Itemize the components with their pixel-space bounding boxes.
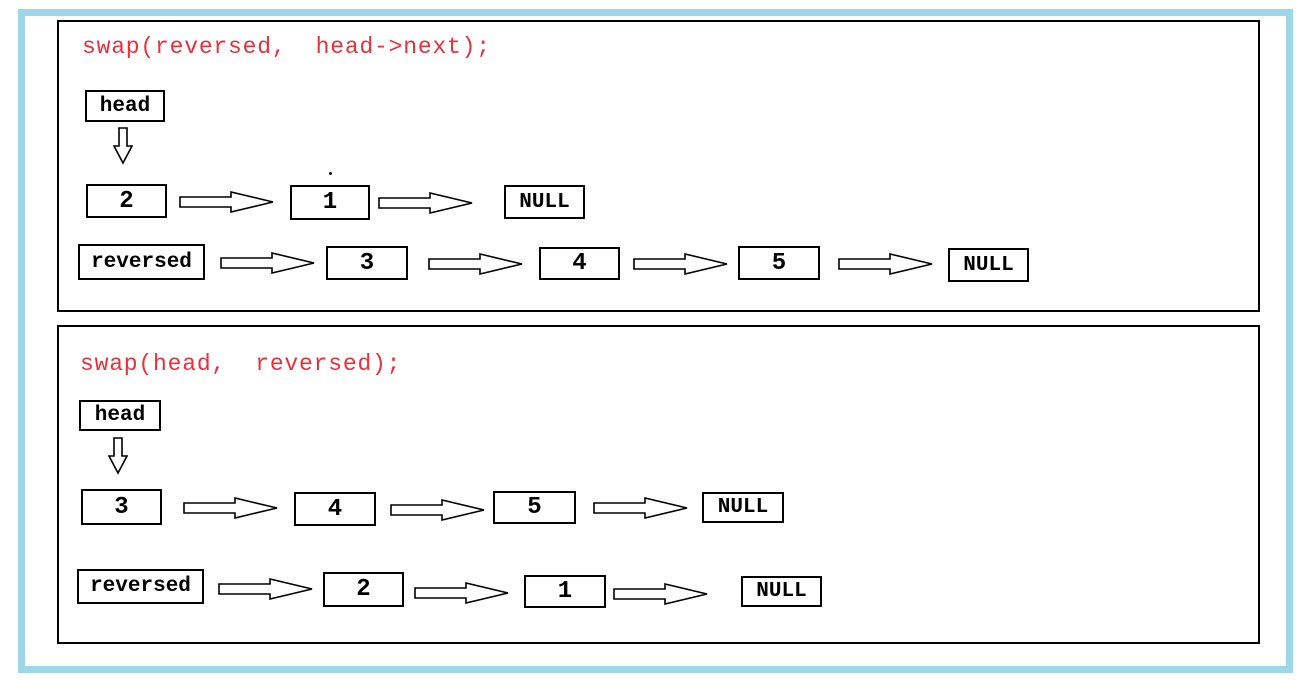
node-box: 3 bbox=[326, 246, 408, 280]
reversed-pointer-box: reversed bbox=[77, 569, 204, 604]
right-arrow-icon bbox=[414, 582, 509, 604]
right-arrow-icon bbox=[593, 497, 688, 519]
right-arrow-icon bbox=[179, 191, 274, 213]
stray-dot bbox=[329, 172, 332, 175]
null-box: NULL bbox=[504, 185, 585, 219]
right-arrow-icon bbox=[613, 583, 708, 605]
null-box: NULL bbox=[948, 248, 1029, 282]
panel-title: swap(reversed, head->next); bbox=[82, 34, 491, 60]
outer-frame bbox=[18, 9, 1293, 673]
node-box: 2 bbox=[323, 572, 404, 607]
panel-step1: swap(reversed, head->next); head 2 1 NUL… bbox=[57, 20, 1260, 312]
right-arrow-icon bbox=[183, 497, 278, 519]
node-box: 4 bbox=[294, 492, 376, 526]
node-box: 3 bbox=[81, 489, 162, 525]
node-box: 1 bbox=[290, 185, 370, 220]
null-box: NULL bbox=[741, 576, 822, 607]
node-box: 2 bbox=[86, 184, 167, 218]
node-box: 5 bbox=[493, 491, 576, 524]
down-arrow-icon bbox=[108, 437, 128, 475]
right-arrow-icon bbox=[378, 192, 473, 214]
panel-step2: swap(head, reversed); head 3 4 5 NULL re… bbox=[57, 325, 1260, 644]
right-arrow-icon bbox=[428, 253, 523, 275]
right-arrow-icon bbox=[838, 253, 933, 275]
right-arrow-icon bbox=[220, 252, 315, 274]
down-arrow-icon bbox=[113, 127, 133, 165]
null-box: NULL bbox=[702, 492, 784, 523]
node-box: 1 bbox=[524, 575, 606, 608]
reversed-pointer-box: reversed bbox=[78, 244, 205, 280]
node-box: 5 bbox=[738, 246, 820, 280]
right-arrow-icon bbox=[390, 499, 485, 521]
node-box: 4 bbox=[539, 247, 620, 280]
head-pointer-box: head bbox=[79, 400, 161, 431]
right-arrow-icon bbox=[633, 253, 728, 275]
panel-title: swap(head, reversed); bbox=[80, 351, 402, 377]
head-pointer-box: head bbox=[85, 90, 165, 122]
right-arrow-icon bbox=[218, 578, 313, 600]
